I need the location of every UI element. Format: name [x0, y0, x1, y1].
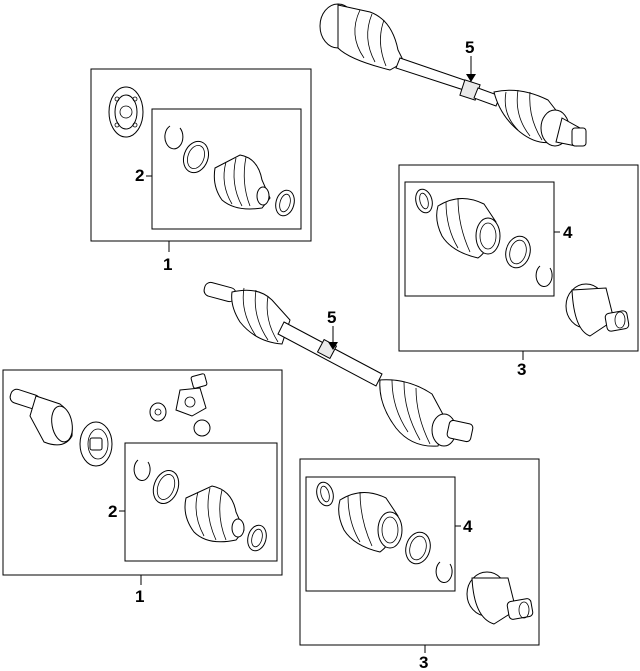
callout-1-bottom: 1 — [135, 587, 144, 606]
circlip-icon — [535, 265, 553, 287]
callout-4-right: 4 — [563, 223, 573, 242]
upper-axle-shaft — [319, 3, 587, 147]
clamp-icon — [152, 470, 180, 504]
clamp-icon — [505, 235, 531, 269]
bottom-left-assembly-box — [2, 369, 283, 576]
callout-2-bottom: 2 — [108, 502, 117, 521]
cv-boot-icon — [213, 154, 271, 210]
callout-5-mid: 5 — [327, 308, 336, 327]
arrow-marker — [466, 74, 476, 82]
cv-boot-icon — [338, 491, 403, 553]
callout-3-right: 3 — [517, 360, 526, 379]
small-clamp-icon — [247, 524, 267, 552]
arrow-marker — [328, 342, 338, 350]
small-clamp-icon — [316, 481, 334, 507]
flange-icon — [79, 421, 113, 467]
cv-joint-icon — [565, 283, 630, 337]
callout-5-top: 5 — [465, 38, 474, 57]
cv-boot-icon — [436, 197, 501, 259]
callout-1-top: 1 — [163, 255, 172, 274]
flange-icon — [108, 86, 144, 138]
small-clamp-icon — [275, 189, 295, 217]
callout-2-top: 2 — [135, 166, 144, 185]
circlip-icon — [435, 561, 453, 583]
tripod-housing-icon — [9, 388, 73, 446]
top-left-assembly-box — [90, 68, 312, 242]
small-clamp-icon — [415, 188, 433, 214]
circlip-icon — [164, 125, 184, 150]
bottom-right-assembly-box — [299, 458, 540, 646]
callout-4-bottom: 4 — [463, 517, 473, 536]
circlip-icon — [133, 459, 151, 481]
clamp-icon — [182, 140, 210, 174]
callout-3-bottom: 3 — [419, 653, 428, 671]
cv-boot-icon — [184, 485, 245, 543]
clamp-icon — [405, 531, 431, 565]
tripod-icon — [149, 373, 211, 437]
right-assembly-box — [398, 164, 639, 352]
middle-axle-shaft — [203, 281, 474, 447]
cv-joint-icon — [466, 571, 534, 625]
